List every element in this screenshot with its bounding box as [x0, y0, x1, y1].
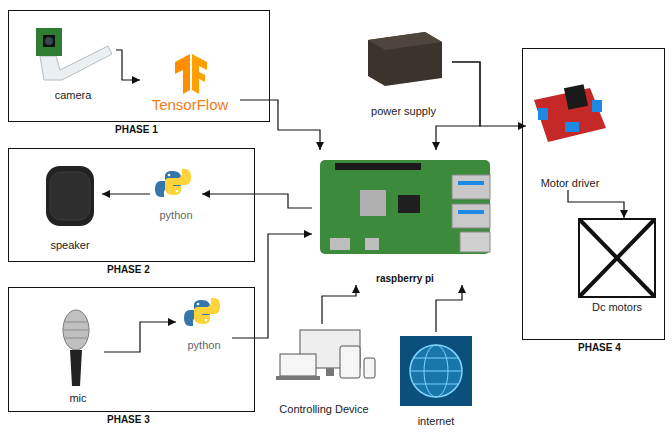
python-logo	[155, 169, 191, 197]
connector-arrow	[232, 234, 312, 338]
terminal-block	[592, 100, 602, 112]
connector-arrow	[322, 285, 356, 324]
camera-node: camera	[30, 22, 116, 102]
mic-handle	[70, 350, 82, 386]
connector-arrow	[104, 322, 176, 352]
laptop-base	[276, 376, 320, 380]
mic-head	[63, 310, 89, 350]
camera-lens-housing	[43, 35, 55, 47]
internet-node: internet	[396, 332, 476, 428]
mic-grille	[65, 322, 87, 323]
connector-arrow	[202, 194, 312, 208]
component-label: power supply	[371, 105, 436, 118]
logo-text: python	[159, 209, 192, 222]
component-label: speaker	[50, 239, 89, 252]
speaker-node: speaker	[38, 158, 102, 252]
connector-arrow	[436, 285, 462, 332]
python-node: python	[176, 296, 232, 352]
dc-motor-box: Dc motors	[578, 218, 656, 314]
phase-box: PHASE 3 mic python	[8, 287, 255, 426]
component-label: Controlling Device	[279, 403, 368, 416]
speaker-grille	[50, 172, 90, 220]
connector-arrow	[436, 62, 480, 150]
usb-port	[452, 204, 490, 228]
phase-heading: PHASE 2	[107, 264, 255, 276]
globe-parallel	[414, 384, 458, 385]
controlling-device-node: Controlling Device	[268, 324, 380, 416]
camera-board	[36, 28, 62, 56]
tensorflow-node: TensorFlow	[140, 52, 240, 114]
pi-chip	[398, 195, 420, 213]
usb-port-inner	[458, 181, 484, 185]
globe-parallel	[414, 358, 458, 359]
tablet-icon	[340, 346, 360, 378]
logo-text: python	[187, 339, 220, 352]
terminal-block	[565, 122, 579, 132]
gpio-header	[335, 163, 421, 170]
usb-port-inner	[458, 210, 484, 214]
phase-box: PHASE 2 speaker python	[8, 148, 255, 276]
connector-arrow	[568, 190, 624, 218]
mic-node: mic	[52, 305, 104, 405]
phone-icon	[364, 358, 375, 378]
phase-heading: PHASE 1	[115, 124, 270, 136]
phase-heading: PHASE 4	[578, 342, 665, 354]
laptop-icon	[280, 354, 316, 376]
camera-lens	[45, 37, 53, 45]
connector-arrow	[240, 100, 320, 150]
speaker-icon	[46, 166, 94, 226]
power-supply-icon	[368, 32, 442, 86]
phase-heading: PHASE 3	[107, 414, 255, 426]
terminal-block	[538, 108, 548, 120]
pi-port	[330, 238, 350, 250]
mic-grille	[65, 338, 87, 339]
globe-equator	[410, 371, 462, 372]
pi-chip	[360, 190, 386, 216]
phase-box: PHASE 1 cameraTensorFlow	[8, 10, 270, 136]
component-label: internet	[418, 415, 455, 428]
connector-arrow	[102, 193, 150, 194]
motor-cross	[580, 220, 654, 296]
internet-icon	[400, 336, 472, 406]
heatsink	[564, 84, 588, 110]
globe	[410, 345, 462, 397]
monitor-stand	[326, 368, 334, 376]
component-label: raspberry pi	[376, 273, 434, 285]
tensorflow-logo	[192, 54, 207, 94]
motor-frame	[578, 218, 656, 298]
component-label: Motor driver	[541, 177, 600, 190]
component-label: Dc motors	[578, 301, 656, 314]
connector-arrow	[116, 50, 140, 80]
phase-box: PHASE 4 Motor driver Dc motors	[522, 48, 665, 354]
python-logo	[184, 298, 220, 326]
logo-text: TensorFlow	[152, 96, 229, 114]
motor-driver-node: Motor driver	[526, 84, 614, 190]
python-node: python	[150, 166, 202, 222]
raspberry-pi-board	[320, 160, 490, 254]
power-supply-node: power supply	[355, 28, 452, 118]
phase-frame	[8, 10, 270, 122]
component-label: camera	[55, 89, 92, 102]
mic-grille	[64, 330, 88, 331]
phase-frame	[8, 148, 255, 262]
tensorflow-logo	[175, 54, 190, 94]
power-supply-top	[368, 32, 442, 50]
usb-port	[452, 175, 490, 199]
component-label: mic	[69, 392, 86, 405]
motor-cross	[580, 220, 654, 296]
ethernet-port	[460, 232, 490, 252]
raspberry-pi-node: raspberry pi	[312, 150, 498, 285]
connector-arrow	[452, 62, 526, 126]
pi-port	[365, 238, 379, 250]
